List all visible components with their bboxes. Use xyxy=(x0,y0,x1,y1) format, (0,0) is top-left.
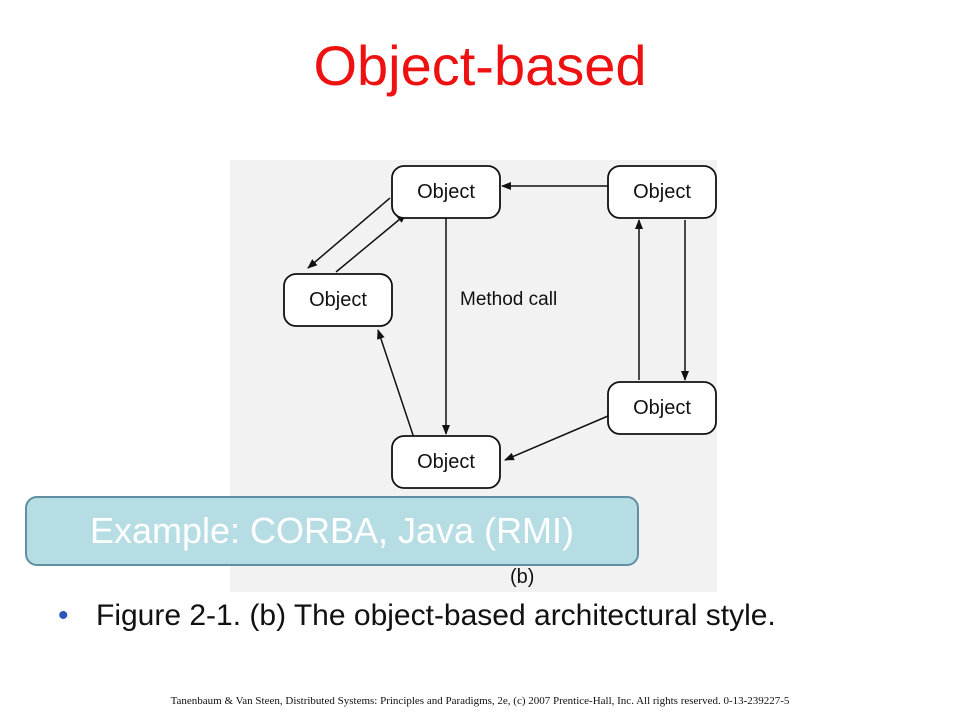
bullet-text: Figure 2-1. (b) The object-based archite… xyxy=(96,599,776,632)
edges xyxy=(307,182,689,461)
node-label: Object xyxy=(417,181,475,203)
subfigure-label: (b) xyxy=(510,566,534,588)
example-callout: Example: CORBA, Java (RMI) xyxy=(25,496,639,566)
callout-text: Example: CORBA, Java (RMI) xyxy=(89,510,575,551)
node-right: Object xyxy=(607,381,717,435)
node-left: Object xyxy=(283,273,393,327)
bullet-item: • Figure 2-1. (b) The object-based archi… xyxy=(58,600,928,632)
node-label: Object xyxy=(417,451,475,473)
slide-title: Object-based xyxy=(313,34,647,97)
method-call-label: Method call xyxy=(460,289,557,310)
node-label: Object xyxy=(309,289,367,311)
edge-right-to-bottom xyxy=(504,415,609,461)
edge-left-to-top-center xyxy=(335,213,407,273)
edge-top-center-to-left xyxy=(307,197,391,269)
node-label: Object xyxy=(633,181,691,203)
edge-bottom-to-left xyxy=(377,329,415,439)
node-bottom: Object xyxy=(391,435,501,489)
node-label: Object xyxy=(633,397,691,419)
node-top-right: Object xyxy=(607,165,717,219)
node-top-center: Object xyxy=(391,165,501,219)
footer-copyright: Tanenbaum & Van Steen, Distributed Syste… xyxy=(170,695,790,707)
bullet-icon: • xyxy=(58,599,69,632)
